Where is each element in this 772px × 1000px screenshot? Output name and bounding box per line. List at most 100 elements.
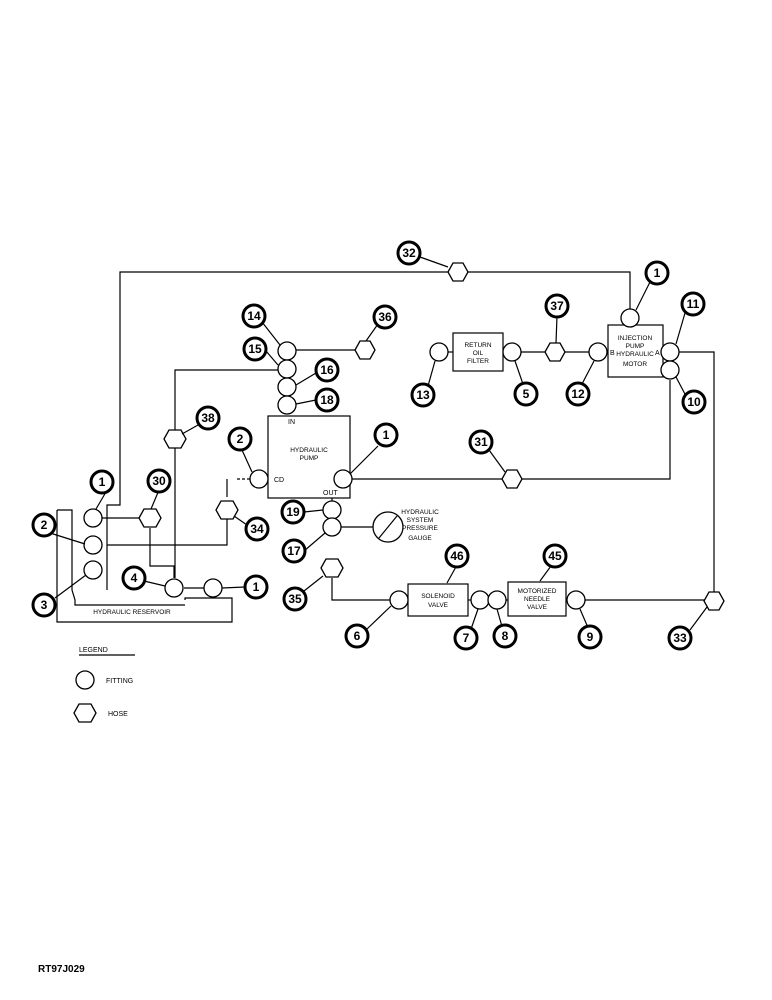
- callout-13: 13: [410, 382, 436, 408]
- fittings: [83, 308, 680, 610]
- pipe-11-33: [679, 351, 715, 592]
- svg-text:HYDRAULIC RESERVOIR: HYDRAULIC RESERVOIR: [93, 609, 171, 616]
- callout-9: 9: [577, 624, 603, 650]
- callout-31: 31: [468, 429, 494, 455]
- callout-1-pump: 1: [373, 422, 399, 448]
- callout-36: 36: [372, 304, 398, 330]
- fitting-1-bottom: [203, 578, 223, 598]
- port-in-label: IN: [288, 419, 295, 426]
- callout-46: 46: [444, 543, 470, 569]
- callout-32: 32: [396, 240, 422, 266]
- svg-text:1: 1: [654, 266, 661, 280]
- motorized-needle-valve: MOTORIZED NEEDLE VALVE: [507, 581, 567, 617]
- svg-text:PRESSURE: PRESSURE: [402, 525, 438, 532]
- callout-2-res: 2: [31, 512, 57, 538]
- fitting-1-pump: [333, 469, 353, 489]
- pipe-30-4: [149, 528, 175, 578]
- callouts: 32 1 14 36 37 11 15 16 18 13 5 12 10 38 …: [31, 240, 707, 651]
- fitting-14: [277, 341, 297, 361]
- svg-text:10: 10: [687, 395, 701, 409]
- svg-text:38: 38: [201, 411, 215, 425]
- callout-19: 19: [280, 499, 306, 525]
- svg-text:2: 2: [237, 432, 244, 446]
- callout-2-pump: 2: [227, 426, 253, 452]
- svg-text:PUMP: PUMP: [300, 455, 319, 462]
- svg-text:MOTOR: MOTOR: [623, 361, 647, 368]
- callout-6: 6: [344, 623, 370, 649]
- callout-10: 10: [681, 389, 707, 415]
- svg-text:PUMP: PUMP: [626, 343, 645, 350]
- legend-title: LEGEND: [79, 647, 108, 654]
- svg-text:33: 33: [673, 631, 687, 645]
- svg-text:14: 14: [247, 309, 261, 323]
- svg-text:36: 36: [378, 310, 392, 324]
- hose-30: [138, 508, 162, 528]
- pipe-top-loop: [106, 271, 631, 590]
- legend-hose-label: HOSE: [108, 711, 128, 718]
- svg-text:1: 1: [99, 475, 106, 489]
- callout-18: 18: [314, 387, 340, 413]
- svg-text:MOTORIZED: MOTORIZED: [518, 588, 557, 595]
- hose-34: [215, 500, 239, 520]
- callout-12: 12: [565, 381, 591, 407]
- svg-text:2: 2: [41, 518, 48, 532]
- hose-31: [501, 469, 523, 489]
- fitting-18: [277, 395, 297, 415]
- hose-33: [703, 591, 725, 611]
- svg-text:GAUGE: GAUGE: [408, 535, 432, 542]
- figure-id: RT97J029: [38, 964, 85, 975]
- solenoid-valve: SOLENOID VALVE: [407, 583, 469, 617]
- callout-5: 5: [513, 381, 539, 407]
- svg-text:18: 18: [320, 393, 334, 407]
- svg-text:46: 46: [450, 549, 464, 563]
- svg-text:37: 37: [550, 299, 564, 313]
- svg-text:7: 7: [463, 631, 470, 645]
- svg-text:FILTER: FILTER: [467, 358, 489, 365]
- svg-text:13: 13: [416, 388, 430, 402]
- svg-text:12: 12: [571, 387, 585, 401]
- svg-text:1: 1: [253, 580, 260, 594]
- pressure-gauge: HYDRAULIC SYSTEM PRESSURE GAUGE: [372, 509, 439, 543]
- fitting-4: [164, 578, 184, 598]
- svg-text:RETURN: RETURN: [464, 342, 491, 349]
- fitting-19: [322, 500, 342, 520]
- callout-1-bottom: 1: [243, 574, 269, 600]
- legend: LEGEND FITTING HOSE: [73, 647, 135, 723]
- svg-text:19: 19: [286, 505, 300, 519]
- hose-36: [354, 340, 376, 360]
- callout-11: 11: [680, 291, 706, 317]
- svg-text:11: 11: [687, 297, 700, 311]
- callout-3: 3: [31, 592, 57, 618]
- callout-leaders: [49, 256, 708, 633]
- callout-1-top: 1: [644, 260, 670, 286]
- svg-text:4: 4: [131, 571, 138, 585]
- injection-pump-hydraulic-motor: INJECTION PUMP HYDRAULIC MOTOR B A: [607, 324, 664, 378]
- svg-text:SYSTEM: SYSTEM: [407, 517, 434, 524]
- callout-16: 16: [314, 357, 340, 383]
- svg-text:34: 34: [250, 522, 264, 536]
- callout-8: 8: [492, 623, 518, 649]
- fitting-11: [660, 342, 680, 362]
- callout-33: 33: [667, 625, 693, 651]
- svg-text:32: 32: [402, 246, 416, 260]
- svg-text:OIL: OIL: [473, 350, 484, 357]
- fitting-5: [502, 342, 522, 362]
- legend-fitting-label: FITTING: [106, 678, 133, 685]
- callout-4: 4: [121, 565, 147, 591]
- fitting-8: [487, 590, 507, 610]
- svg-text:NEEDLE: NEEDLE: [524, 596, 551, 603]
- callout-30: 30: [146, 468, 172, 494]
- motor-port-b-label: B: [610, 350, 615, 357]
- fitting-10: [660, 360, 680, 380]
- fitting-16: [277, 377, 297, 397]
- fitting-7: [470, 590, 490, 610]
- svg-text:VALVE: VALVE: [428, 602, 449, 609]
- callout-14: 14: [241, 303, 267, 329]
- fitting-1-top: [620, 308, 640, 328]
- fitting-3-res: [83, 560, 103, 580]
- hose-38: [163, 429, 187, 449]
- svg-text:9: 9: [587, 630, 594, 644]
- fitting-12: [588, 342, 608, 362]
- fitting-17: [322, 517, 342, 537]
